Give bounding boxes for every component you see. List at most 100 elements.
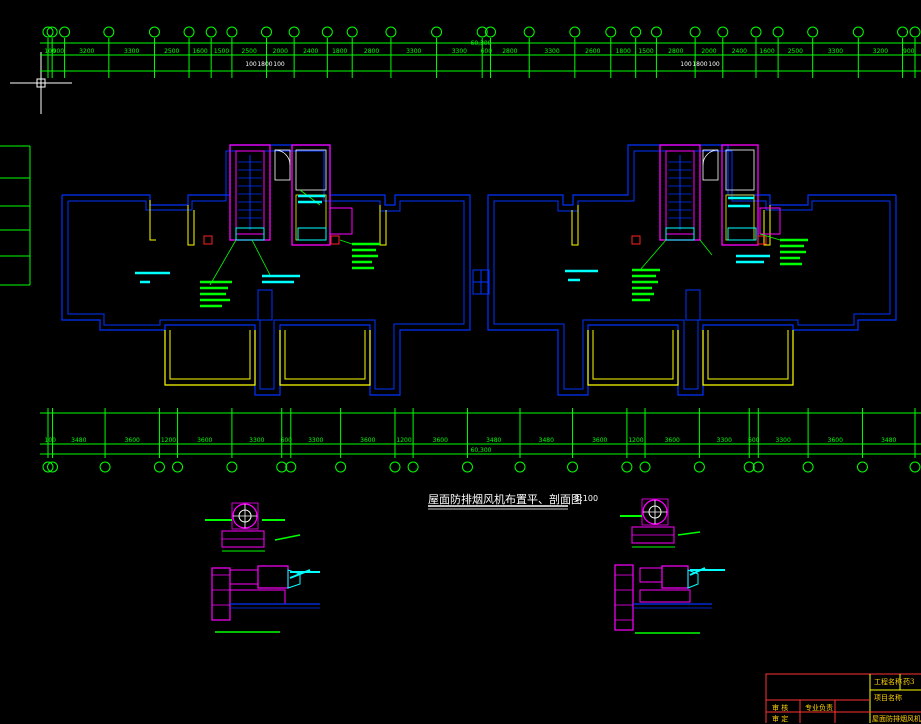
dimension-label: 3600 xyxy=(592,437,607,444)
dimension-label: 900 xyxy=(53,48,65,55)
dimension-label: 100 xyxy=(45,437,57,444)
axis-bubble xyxy=(752,461,764,473)
plan-left-outline xyxy=(61,144,471,396)
dimension-label: 1800 xyxy=(616,48,631,55)
axis-bubble xyxy=(743,461,755,473)
dimension-label: 1800 xyxy=(332,48,347,55)
title-block-frame xyxy=(765,673,921,723)
sub-dimension-label: 1800 xyxy=(257,61,272,68)
axis-bubble xyxy=(750,26,762,38)
top-axis-grid xyxy=(40,42,921,72)
axis-bubble xyxy=(897,26,909,38)
dimension-label: 2400 xyxy=(303,48,318,55)
axis-bubble xyxy=(717,26,729,38)
dimension-total: 60,300 xyxy=(471,447,492,454)
axis-bubble xyxy=(484,26,496,38)
axis-bubble xyxy=(172,461,184,473)
axis-bubble xyxy=(59,26,71,38)
dimension-label: 3600 xyxy=(433,437,448,444)
dimension-label: 1600 xyxy=(192,48,207,55)
title-block-corner: 药3 xyxy=(903,678,915,686)
dimension-label: 2000 xyxy=(701,48,716,55)
section-detail-left xyxy=(205,502,320,633)
dimension-label: 3600 xyxy=(125,437,140,444)
dimension-label: 2400 xyxy=(732,48,747,55)
dimension-label: 900 xyxy=(903,48,915,55)
axis-bubble xyxy=(389,461,401,473)
axis-bubble xyxy=(856,461,868,473)
dimension-label: 1500 xyxy=(214,48,229,55)
dimension-label: 1600 xyxy=(759,48,774,55)
axis-bubble xyxy=(42,461,54,473)
axis-bubble xyxy=(639,461,651,473)
axis-bubble xyxy=(226,461,238,473)
dimension-label: 2800 xyxy=(502,48,517,55)
left-marker-stack xyxy=(0,145,31,286)
dimension-label: 3300 xyxy=(308,437,323,444)
title-block-discipline: 专业负责 xyxy=(805,704,833,712)
plan-connector xyxy=(472,269,490,295)
dimension-label: 600 xyxy=(748,437,760,444)
axis-bubble xyxy=(148,26,160,38)
title-block-review: 审 核 xyxy=(772,704,789,712)
ucs-crosshair xyxy=(10,52,72,114)
axis-bubble xyxy=(807,26,819,38)
title-block-project-label: 工程名称 xyxy=(874,678,902,686)
axis-bubble xyxy=(852,26,864,38)
dimension-label: 2800 xyxy=(668,48,683,55)
axis-bubble xyxy=(346,26,358,38)
axis-bubble xyxy=(205,26,217,38)
plan-right-core xyxy=(565,144,808,321)
axis-bubble xyxy=(183,26,195,38)
drawing-scale: 1:100 xyxy=(575,494,599,503)
dimension-label: 3300 xyxy=(544,48,559,55)
axis-bubble xyxy=(909,461,921,473)
axis-bubble xyxy=(523,26,535,38)
plan-left-balcony-b xyxy=(279,330,371,386)
axis-bubble xyxy=(461,461,473,473)
dimension-label: 2800 xyxy=(364,48,379,55)
dimension-label: 3480 xyxy=(486,437,501,444)
title-block-item-label: 项目名称 xyxy=(874,694,902,702)
axis-bubble xyxy=(650,26,662,38)
axis-bubble xyxy=(772,26,784,38)
dimension-label: 2500 xyxy=(788,48,803,55)
axis-bubble xyxy=(385,26,397,38)
dimension-label: 2500 xyxy=(164,48,179,55)
axis-bubble xyxy=(693,461,705,473)
dimension-label: 1200 xyxy=(396,437,411,444)
sub-dimension-label: 1800 xyxy=(692,61,707,68)
dimension-label: 3300 xyxy=(776,437,791,444)
dimension-label: 600 xyxy=(281,437,293,444)
dimension-label: 3600 xyxy=(828,437,843,444)
dimension-label: 3300 xyxy=(406,48,421,55)
axis-bubble xyxy=(567,461,579,473)
axis-bubble xyxy=(605,26,617,38)
dimension-label: 3200 xyxy=(79,48,94,55)
dimension-label: 3480 xyxy=(881,437,896,444)
axis-bubble xyxy=(514,461,526,473)
dimension-label: 2600 xyxy=(585,48,600,55)
axis-bubble xyxy=(630,26,642,38)
axis-bubble xyxy=(42,26,54,38)
dimension-label: 2500 xyxy=(242,48,257,55)
plan-left xyxy=(61,144,471,396)
axis-bubble xyxy=(260,26,272,38)
axis-bubble xyxy=(285,461,297,473)
title-block-check: 审 定 xyxy=(772,715,789,723)
plan-left-balcony-a xyxy=(164,330,256,386)
dimension-label: 2000 xyxy=(273,48,288,55)
dimension-label: 1500 xyxy=(638,48,653,55)
drawing-title-underline xyxy=(428,505,568,510)
sub-dimension-label: 100 xyxy=(708,61,720,68)
dimension-label: 600 xyxy=(481,48,493,55)
axis-bubble xyxy=(276,461,288,473)
dimension-total: 60,300 xyxy=(471,40,492,47)
axis-bubble xyxy=(431,26,443,38)
dimension-label: 3600 xyxy=(360,437,375,444)
title-block-drawing-label: 屋面防排烟风机布置图 xyxy=(872,715,921,723)
dimension-label: 3300 xyxy=(717,437,732,444)
dimension-label: 100 xyxy=(44,48,56,55)
